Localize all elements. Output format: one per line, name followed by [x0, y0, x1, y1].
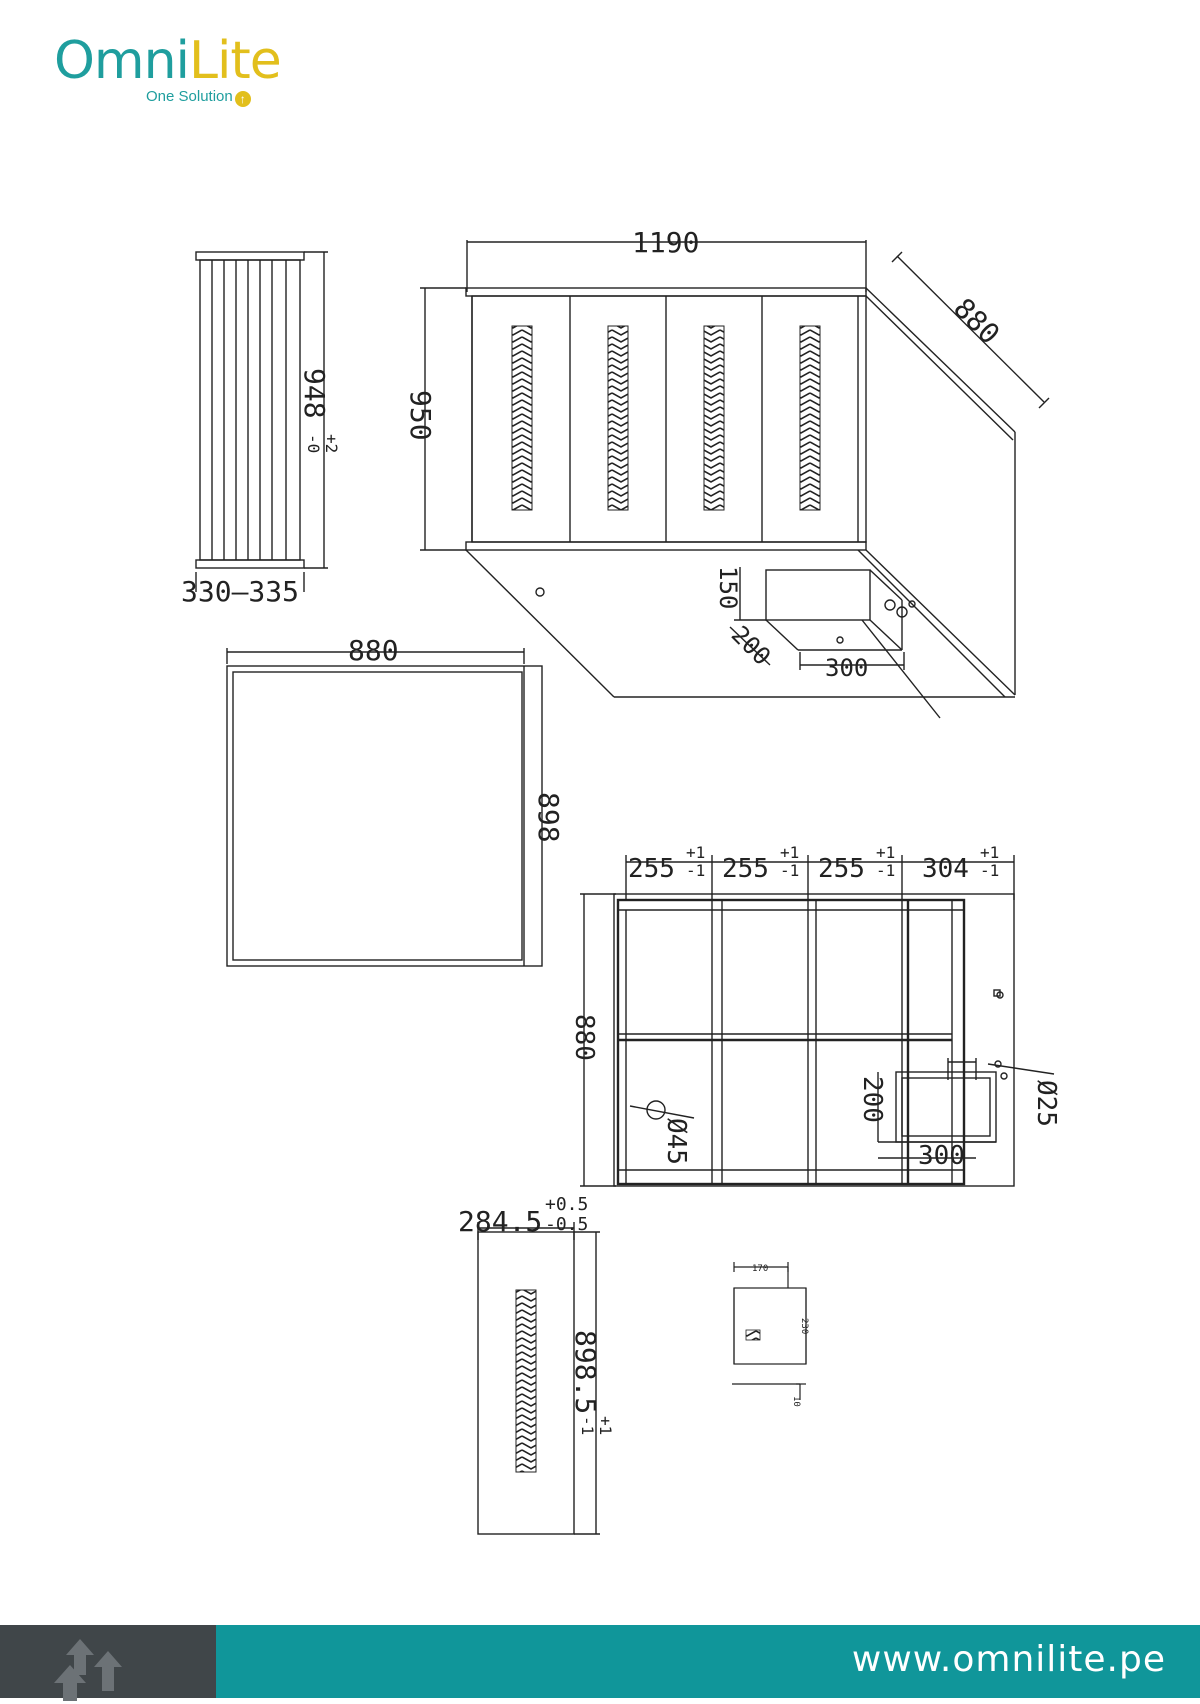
dim-detail-h: 230: [799, 1318, 809, 1334]
dim-plan-cut-w: 300: [918, 1141, 965, 1171]
dim-panel-width: 880: [348, 634, 399, 667]
panel-view: [226, 648, 543, 967]
dim-bay-2-tol-upper: +1: [780, 843, 799, 862]
logo-tagline: One Solution↑: [146, 88, 251, 107]
plan-view: [580, 855, 1055, 1187]
dim-door-height-tol-upper: +1: [596, 1416, 615, 1435]
dim-side-height: 948: [298, 368, 331, 419]
dim-detail-t: 10: [791, 1396, 801, 1407]
logo-name-part2: Lite: [189, 31, 282, 91]
dim-bay-1-tol-upper: +1: [686, 843, 705, 862]
dim-cutout-w: 300: [825, 654, 868, 682]
footer-bar: www.omnilite.pe: [0, 1625, 1200, 1701]
dim-door-width-tol-upper: +0.5: [545, 1194, 588, 1215]
door-view: [477, 1222, 600, 1535]
dim-hole-large: Ø45: [661, 1118, 691, 1165]
dim-depth: 880: [947, 292, 1006, 351]
logo-wordmark: OmniLite: [54, 30, 282, 92]
dim-bay-3-tol-upper: +1: [876, 843, 895, 862]
dim-cutout-h: 150: [714, 566, 742, 609]
dim-bay-4-tol-upper: +1: [980, 843, 999, 862]
footer-right-block: www.omnilite.pe: [216, 1625, 1200, 1698]
logo-name-part1: Omni: [54, 31, 190, 91]
dim-plan-cut-d: 200: [857, 1076, 887, 1123]
side-view: [195, 251, 328, 592]
website-url[interactable]: www.omnilite.pe: [851, 1639, 1166, 1680]
front-vents: [511, 325, 821, 511]
dim-door-height: 898.5: [569, 1330, 602, 1414]
dim-bay-2: 255: [722, 854, 769, 884]
dim-bay-1-tol-lower: -1: [686, 861, 705, 880]
dim-side-height-tol-upper: +2: [322, 434, 341, 453]
dim-bay-3-tol-lower: -1: [876, 861, 895, 880]
upload-arrows-icon: [54, 1639, 122, 1701]
dim-bay-1: 255: [628, 854, 675, 884]
detail-vent: [745, 1329, 761, 1341]
isometric-view: [420, 240, 1050, 719]
dim-bay-4-tol-lower: -1: [980, 861, 999, 880]
dim-detail-w: 170: [752, 1264, 768, 1274]
dim-plan-depth: 880: [569, 1014, 599, 1061]
dim-side-width: 330–335: [181, 575, 299, 608]
dim-door-width: 284.5: [458, 1205, 542, 1238]
dim-hole-small: Ø25: [1031, 1080, 1061, 1127]
dim-bay-3: 255: [818, 854, 865, 884]
footer-left-block: [0, 1625, 216, 1701]
detail-view: [732, 1262, 807, 1400]
dim-door-width-tol-lower: -0.5: [545, 1214, 588, 1235]
dim-side-height-tol-lower: -0: [304, 434, 323, 453]
company-logo: OmniLite One Solution↑: [50, 30, 350, 120]
dim-bay-2-tol-lower: -1: [780, 861, 799, 880]
dim-top-width: 1190: [632, 226, 699, 259]
arrow-up-icon: ↑: [234, 91, 251, 107]
door-vent: [515, 1289, 537, 1473]
dim-door-height-tol-lower: -1: [578, 1416, 597, 1435]
dim-panel-height: 898: [532, 792, 565, 843]
dim-height: 950: [404, 390, 437, 441]
dim-bay-4: 304: [922, 854, 969, 884]
logo-tagline-text: One Solution: [146, 88, 233, 105]
